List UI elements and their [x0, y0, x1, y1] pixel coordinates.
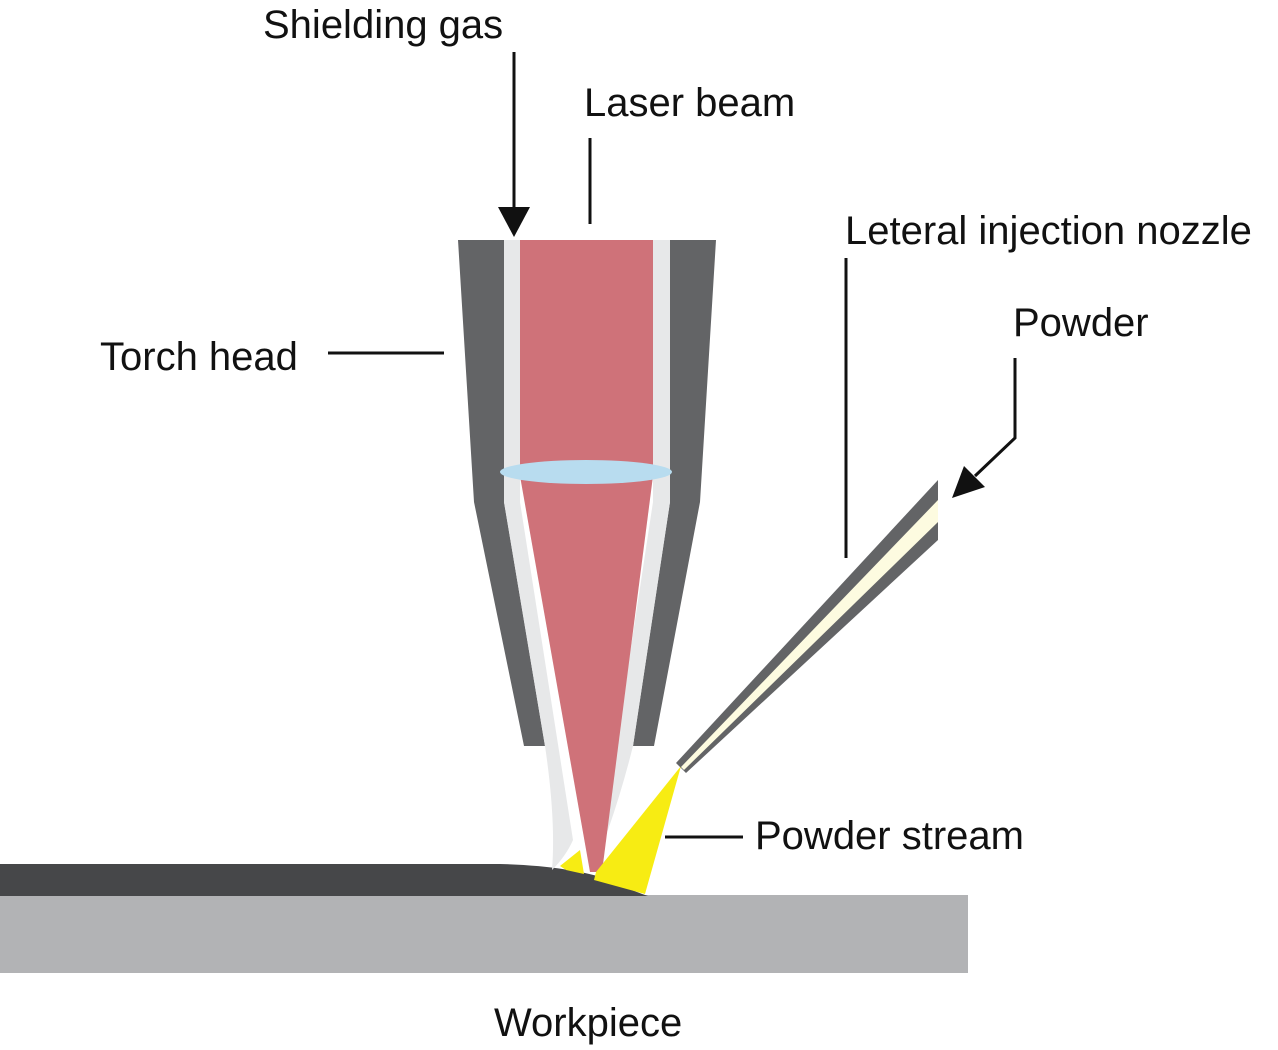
powder-leader: [973, 358, 1017, 478]
torch-head-left-wall: [458, 240, 545, 746]
label-torch-head: Torch head: [100, 335, 298, 379]
lateral-nozzle-body: [676, 480, 938, 773]
label-shielding-gas: Shielding gas: [263, 3, 503, 47]
label-lateral-injection-nozzle: Leteral injection nozzle: [845, 209, 1252, 253]
workpiece: [0, 895, 968, 973]
laser-beam: [520, 240, 653, 872]
label-laser-beam: Laser beam: [584, 81, 795, 125]
shielding-gas-arrowhead: [498, 207, 530, 237]
focusing-lens: [500, 460, 672, 484]
label-powder-stream: Powder stream: [755, 814, 1024, 858]
deposited-layer: [0, 864, 648, 896]
label-powder: Powder: [1013, 301, 1149, 345]
powder-stream-left: [560, 850, 584, 874]
label-workpiece: Workpiece: [494, 1001, 682, 1045]
powder-stream: [594, 766, 681, 894]
torch-head-right-wall: [633, 240, 716, 746]
lateral-nozzle-powder-channel: [681, 500, 938, 770]
gas-channel-left: [504, 240, 573, 870]
powder-arrowhead: [952, 466, 985, 498]
